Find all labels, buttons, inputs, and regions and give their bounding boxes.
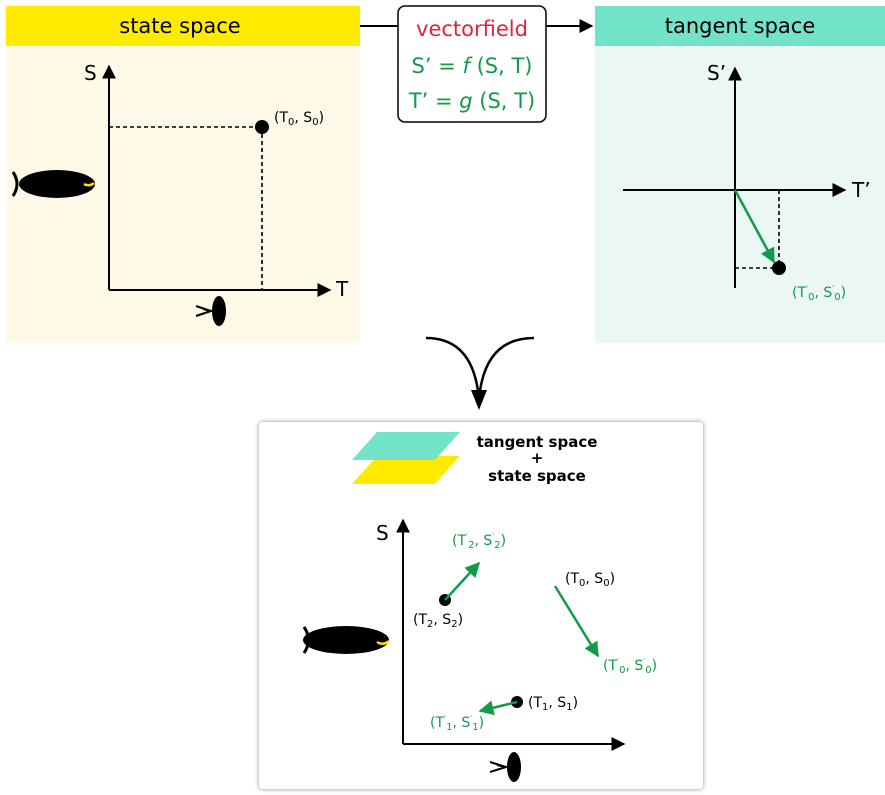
state-space-panel: state space S T (T0, S0) bbox=[6, 6, 360, 343]
vector-t1-s1 bbox=[478, 700, 518, 716]
legend-plus: + bbox=[531, 449, 544, 467]
vectorfield-eq-s: S’ = f (S, T) bbox=[412, 54, 533, 78]
fish-icon bbox=[302, 626, 390, 654]
label-t0-s0: (T0, S0) bbox=[565, 571, 615, 589]
layers-icon bbox=[352, 432, 460, 484]
vector-t2-s2 bbox=[444, 561, 481, 601]
tangent-space-header: tangent space bbox=[665, 14, 816, 38]
legend-state-space: state space bbox=[488, 467, 586, 485]
state-y-axis-label: S bbox=[84, 61, 97, 85]
label-t2-s2: (T2, S2) bbox=[413, 612, 463, 630]
state-space-header-bar bbox=[6, 6, 360, 46]
tangent-point bbox=[772, 261, 786, 275]
small-fish-icon bbox=[489, 752, 521, 782]
merge-arrow bbox=[425, 336, 535, 410]
state-x-axis-label: T bbox=[335, 277, 349, 301]
tangent-point-label: (T′0, S′0) bbox=[792, 285, 846, 303]
state-point-label: (T0, S0) bbox=[274, 110, 324, 128]
state-point bbox=[255, 120, 269, 134]
vectorfield-title: vectorfield bbox=[416, 17, 528, 41]
state-space-header: state space bbox=[119, 14, 240, 38]
label-t1-s1-prime: (T′1, S′1) bbox=[430, 715, 484, 733]
combined-panel: tangent space + state space S (T′2, S′2)… bbox=[259, 422, 703, 789]
vector-t0-s0 bbox=[553, 585, 600, 658]
label-t0-s0-prime: (T′0, S′0) bbox=[603, 658, 657, 676]
combined-panel-box bbox=[259, 422, 703, 789]
fish-icon bbox=[11, 170, 95, 198]
legend-tangent-space: tangent space bbox=[477, 433, 598, 451]
tangent-vector-arrow bbox=[733, 189, 776, 264]
label-t2-s2-prime: (T′2, S′2) bbox=[452, 533, 506, 551]
vectorfield-eq-t: T’ = g (S, T) bbox=[408, 89, 535, 113]
tangent-space-panel: tangent space S’ T’ (T′0, S′0) bbox=[595, 6, 885, 343]
combined-y-axis-label: S bbox=[376, 521, 389, 545]
small-fish-icon bbox=[195, 296, 226, 326]
vectorfield-box: vectorfield S’ = f (S, T) T’ = g (S, T) bbox=[397, 5, 547, 123]
tangent-space-header-bar bbox=[595, 6, 885, 46]
label-t1-s1: (T1, S1) bbox=[528, 695, 578, 713]
tangent-y-axis-label: S’ bbox=[707, 61, 726, 85]
tangent-x-axis-label: T’ bbox=[851, 178, 871, 202]
